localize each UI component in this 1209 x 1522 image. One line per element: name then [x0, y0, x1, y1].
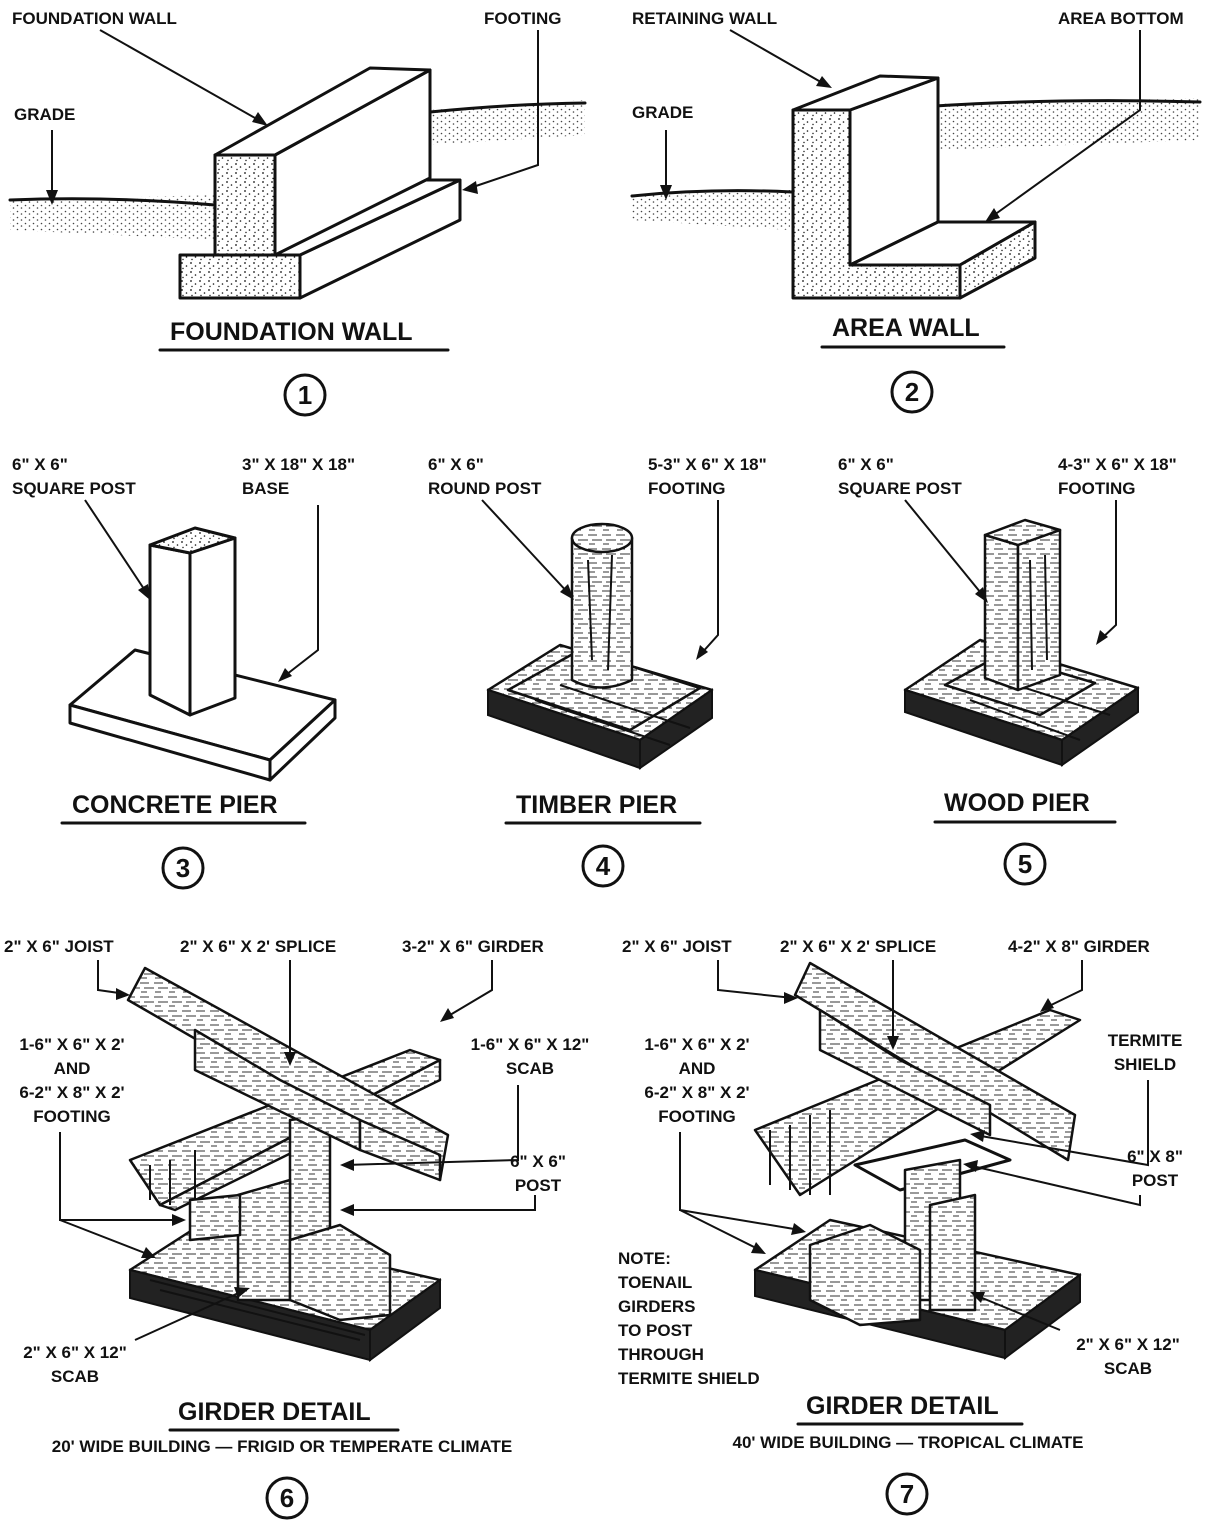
label-area-bottom: AREA BOTTOM [1058, 9, 1184, 28]
label-scab-top-1: 1-6" X 6" X 12" [471, 1035, 590, 1054]
panel-1-foundation-wall: FOUNDATION WALL FOOTING GRADE FOUNDATION… [8, 9, 587, 417]
note-line-4: TO POST [618, 1321, 693, 1340]
label-footing-3: 6-2" X 8" X 2' [19, 1083, 124, 1102]
label-post-2: POST [515, 1176, 562, 1195]
label-base-1: 3" X 18" X 18" [242, 455, 355, 474]
label-retaining-wall: RETAINING WALL [632, 9, 777, 28]
label-post-2: POST [1132, 1171, 1179, 1190]
label-footing: FOOTING [484, 9, 561, 28]
panel-subtitle: 20' WIDE BUILDING — FRIGID OR TEMPERATE … [52, 1437, 513, 1456]
label-scab-2: SCAB [1104, 1359, 1152, 1378]
label-post-1: 6" X 6" [428, 455, 484, 474]
label-shield-2: SHIELD [1114, 1055, 1176, 1074]
label-girder: 3-2" X 6" GIRDER [402, 937, 544, 956]
panel-6-girder-detail: 2" X 6" JOIST 2" X 6" X 2' SPLICE 3-2" X… [4, 937, 590, 1520]
panel-title: CONCRETE PIER [72, 791, 278, 819]
note-line-3: GIRDERS [618, 1297, 695, 1316]
label-scab-bottom-1: 2" X 6" X 12" [23, 1343, 127, 1362]
label-footing-3: 6-2" X 8" X 2' [644, 1083, 749, 1102]
label-girder: 4-2" X 8" GIRDER [1008, 937, 1150, 956]
panel-5-wood-pier: 6" X 6" SQUARE POST 4-3" X 6" X 18" FOOT… [838, 455, 1177, 886]
note-line-6: TERMITE SHIELD [618, 1369, 760, 1388]
label-post-1: 6" X 6" [510, 1152, 566, 1171]
panel-title: TIMBER PIER [516, 791, 677, 819]
label-shield-1: TERMITE [1108, 1031, 1183, 1050]
panel-number: 2 [905, 377, 919, 407]
label-footing-4: FOOTING [658, 1107, 735, 1126]
panel-number: 5 [1018, 849, 1032, 879]
panel-number: 1 [298, 380, 312, 410]
note-line-5: THROUGH [618, 1345, 704, 1364]
label-scab-top-2: SCAB [506, 1059, 554, 1078]
panel-number: 7 [900, 1479, 914, 1509]
label-footing-1: 1-6" X 6" X 2' [644, 1035, 749, 1054]
note-line-1: NOTE: [618, 1249, 671, 1268]
panel-title: AREA WALL [832, 314, 980, 342]
note-line-2: TOENAIL [618, 1273, 692, 1292]
label-foundation-wall: FOUNDATION WALL [12, 9, 177, 28]
panel-number: 4 [596, 851, 611, 881]
label-post-2: SQUARE POST [12, 479, 136, 498]
panel-title: FOUNDATION WALL [170, 318, 413, 346]
label-footing-2: FOOTING [648, 479, 725, 498]
panel-title: GIRDER DETAIL [806, 1392, 999, 1420]
panel-title: GIRDER DETAIL [178, 1398, 371, 1426]
label-footing-1: 5-3" X 6" X 18" [648, 455, 767, 474]
label-footing-2: AND [679, 1059, 716, 1078]
panel-7-girder-detail: 2" X 6" JOIST 2" X 6" X 2' SPLICE 4-2" X… [618, 937, 1183, 1516]
panel-2-area-wall: RETAINING WALL AREA BOTTOM GRADE AREA WA… [630, 9, 1202, 414]
label-footing-2: FOOTING [1058, 479, 1135, 498]
panel-number: 6 [280, 1483, 294, 1513]
panel-4-timber-pier: 6" X 6" ROUND POST 5-3" X 6" X 18" FOOTI… [428, 455, 767, 888]
label-post-1: 6" X 6" [838, 455, 894, 474]
label-post-2: SQUARE POST [838, 479, 962, 498]
panel-title: WOOD PIER [944, 789, 1090, 817]
label-post-1: 6" X 8" [1127, 1147, 1183, 1166]
label-scab-bottom-2: SCAB [51, 1367, 99, 1386]
label-post-1: 6" X 6" [12, 455, 68, 474]
label-footing-1: 4-3" X 6" X 18" [1058, 455, 1177, 474]
panel-subtitle: 40' WIDE BUILDING — TROPICAL CLIMATE [733, 1433, 1084, 1452]
label-joist: 2" X 6" JOIST [4, 937, 114, 956]
panel-3-concrete-pier: 6" X 6" SQUARE POST 3" X 18" X 18" BASE … [12, 455, 355, 890]
label-joist: 2" X 6" JOIST [622, 937, 732, 956]
label-splice: 2" X 6" X 2' SPLICE [180, 937, 336, 956]
label-post-2: ROUND POST [428, 479, 542, 498]
label-splice: 2" X 6" X 2' SPLICE [780, 937, 936, 956]
label-footing-1: 1-6" X 6" X 2' [19, 1035, 124, 1054]
label-scab-1: 2" X 6" X 12" [1076, 1335, 1180, 1354]
panel-number: 3 [176, 853, 190, 883]
label-grade: GRADE [14, 105, 75, 124]
label-footing-4: FOOTING [33, 1107, 110, 1126]
label-base-2: BASE [242, 479, 289, 498]
label-footing-2: AND [54, 1059, 91, 1078]
label-grade: GRADE [632, 103, 693, 122]
